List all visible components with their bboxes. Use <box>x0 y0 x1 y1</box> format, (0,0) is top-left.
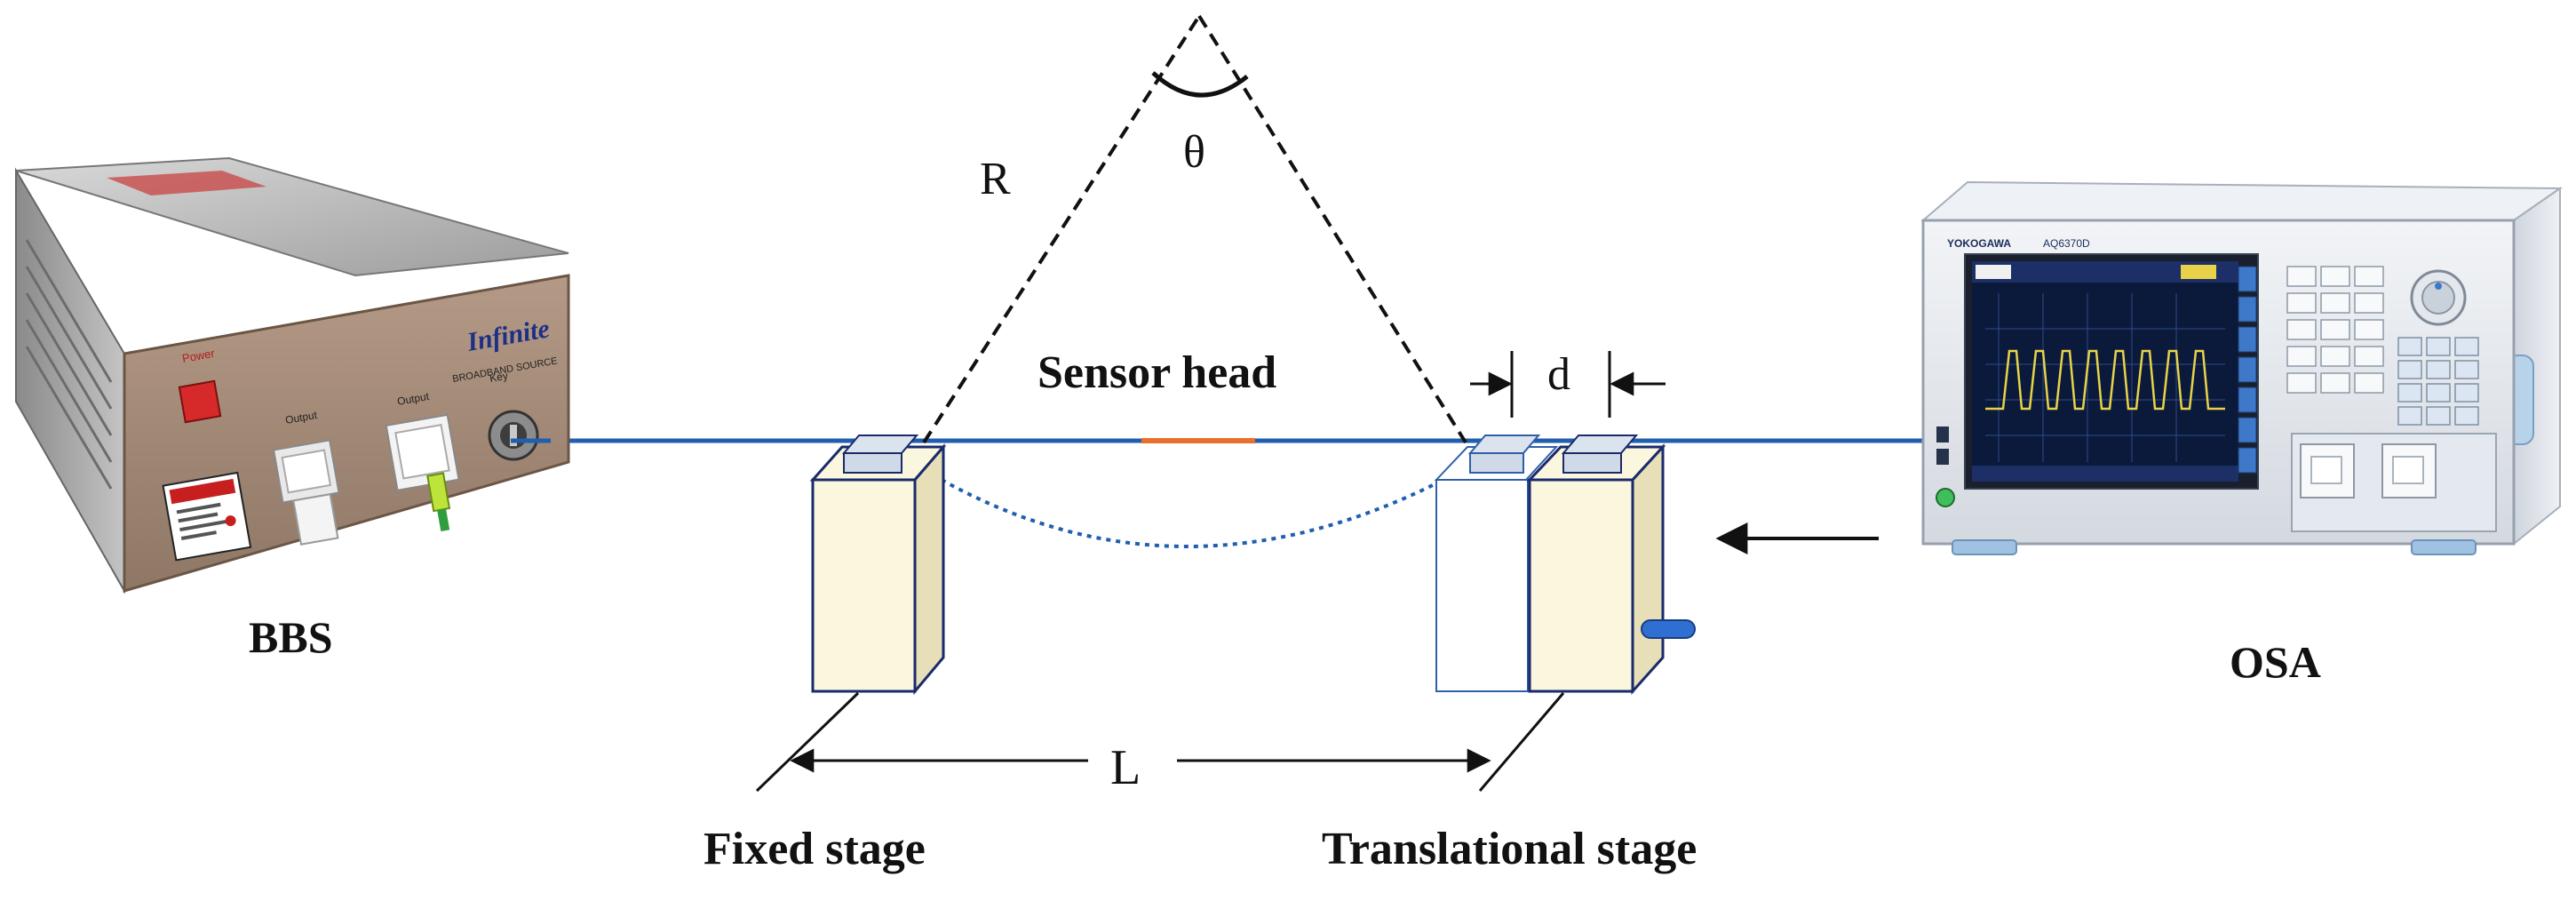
bbs-port2-label: Output <box>396 390 431 408</box>
displacement-label: d <box>1547 349 1570 400</box>
osa-label: OSA <box>2230 637 2321 687</box>
osa-soft-keys[interactable] <box>2238 266 2257 474</box>
osa-top-face <box>1920 180 2564 221</box>
osa-foot-right <box>2411 539 2477 555</box>
osa-optical-input[interactable] <box>2300 443 2355 498</box>
bbs-laser-warning-label <box>162 471 252 562</box>
osa-spectrum-trace <box>1985 349 2225 411</box>
translational-stage[interactable] <box>1478 435 1696 792</box>
bbs-key-label: Key <box>489 370 509 385</box>
osa-calibration-output[interactable] <box>2381 443 2437 498</box>
translational-stage-front <box>1528 478 1634 693</box>
translational-stage-rail <box>1478 692 1565 792</box>
bbs-output-port-1[interactable] <box>272 439 346 546</box>
fixed-stage-side <box>913 443 945 696</box>
translational-stage-clamp[interactable] <box>1561 435 1639 474</box>
bbs-key-switch[interactable] <box>488 410 539 461</box>
osa-brand: YOKOGAWA <box>1947 237 2011 250</box>
osa-usb-ports[interactable] <box>1936 427 1949 465</box>
fixed-stage <box>755 435 947 793</box>
osa-device: YOKOGAWA AQ6370D <box>1920 180 2564 555</box>
bbs-label: BBS <box>249 612 333 662</box>
bbs-top-face <box>15 156 569 277</box>
translational-stage-ghost <box>1434 435 1559 692</box>
fixed-stage-label: Fixed stage <box>704 824 926 874</box>
bbs-device: Infinite BROADBAND SOURCE Power Output O… <box>15 156 570 594</box>
osa-screen <box>1972 261 2238 482</box>
osa-foot-left <box>1952 539 2017 555</box>
bbs-output-port-2[interactable] <box>385 413 467 538</box>
osa-rotary-knob[interactable] <box>2410 269 2467 326</box>
bbs-power-label: Power <box>181 347 217 365</box>
osa-power-button[interactable] <box>1936 488 1955 507</box>
bbs-side-face <box>15 167 125 594</box>
osa-model: AQ6370D <box>2043 237 2090 250</box>
fixed-stage-rail <box>755 691 860 793</box>
bbs-port1-label: Output <box>284 409 319 427</box>
bent-fiber-dotted <box>941 478 1444 548</box>
bbs-top-label <box>107 171 266 195</box>
length-label: L <box>1110 740 1141 795</box>
bbs-vent-slots <box>25 239 113 490</box>
translational-stage-side <box>1631 443 1665 695</box>
translational-stage-label: Translational stage <box>1322 824 1697 874</box>
micrometer-knob[interactable] <box>1641 619 1696 639</box>
length-dimension: L <box>790 740 1491 795</box>
radius-label: R <box>980 154 1011 204</box>
fixed-stage-clamp[interactable] <box>841 435 919 474</box>
ghost-stage-clamp <box>1467 435 1541 474</box>
angle-label: θ <box>1183 127 1205 178</box>
displacement-dimension: d <box>1470 349 1666 418</box>
sensor-head-label: Sensor head <box>1038 347 1276 398</box>
bbs-power-button[interactable] <box>178 379 222 424</box>
osa-function-keys[interactable] <box>2286 266 2384 394</box>
optical-fiber <box>551 438 1928 548</box>
angle-arc <box>1151 71 1249 98</box>
bending-geometry: θ R <box>922 14 1467 444</box>
fixed-stage-front <box>811 478 917 693</box>
osa-numeric-keypad[interactable] <box>2397 337 2479 426</box>
